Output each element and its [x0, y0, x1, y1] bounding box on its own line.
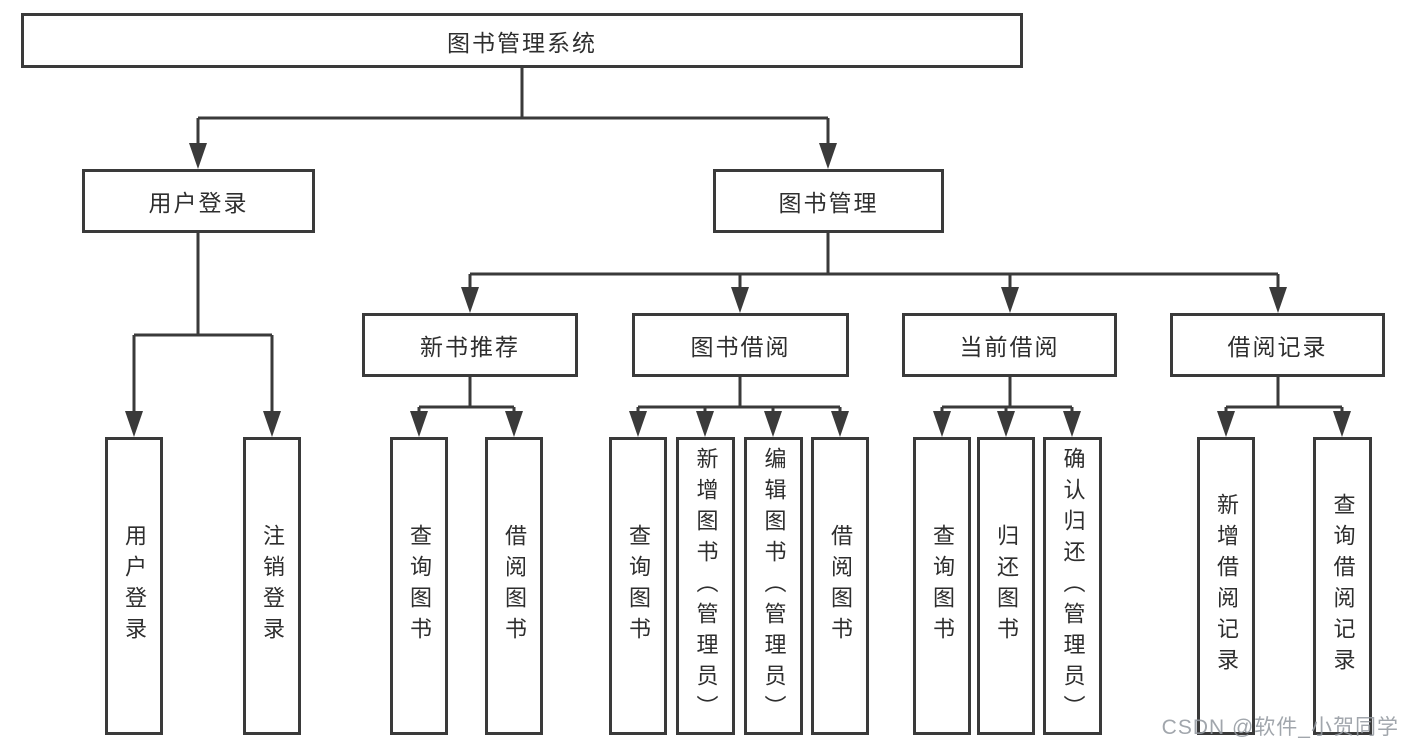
node-label: 新增借阅记录 [1214, 493, 1239, 679]
node-label: 借阅图书 [502, 524, 527, 648]
node-label: 编辑图书（管理员） [761, 446, 787, 726]
node-label: 查询图书 [930, 524, 955, 648]
node-label: 查询图书 [626, 524, 651, 648]
arrowheads [125, 143, 1351, 437]
node-label: 新增图书（管理员） [693, 446, 719, 726]
leaf-newbook-query-book: 查询图书 [390, 437, 448, 735]
node-current-borrow: 当前借阅 [902, 313, 1117, 377]
leaf-current-confirm-return-admin: 确认归还（管理员） [1043, 437, 1102, 735]
node-label: 图书管理系统 [447, 29, 597, 56]
node-label: 确认归还（管理员） [1060, 446, 1086, 726]
leaf-current-query-book: 查询图书 [913, 437, 971, 735]
node-new-book-recommend: 新书推荐 [362, 313, 578, 377]
leaf-record-query-borrow-record: 查询借阅记录 [1313, 437, 1372, 735]
node-label: 借阅图书 [828, 524, 853, 648]
leaf-borrow-query-book: 查询图书 [609, 437, 667, 735]
node-label: 当前借阅 [959, 334, 1060, 360]
node-book-management: 图书管理 [713, 169, 944, 233]
leaf-borrow-add-book-admin: 新增图书（管理员） [676, 437, 735, 735]
node-label: 图书管理 [778, 190, 879, 216]
node-label: 查询图书 [407, 524, 432, 648]
leaf-borrow-edit-book-admin: 编辑图书（管理员） [744, 437, 803, 735]
leaf-current-return-book: 归还图书 [977, 437, 1035, 735]
node-label: 新书推荐 [420, 334, 520, 360]
leaf-logout: 注销登录 [243, 437, 301, 735]
leaf-borrow-borrow-book: 借阅图书 [811, 437, 869, 735]
leaf-user-login: 用户登录 [105, 437, 163, 735]
node-label: 用户登录 [122, 524, 147, 648]
leaf-newbook-borrow-book: 借阅图书 [485, 437, 543, 735]
node-label: 注销登录 [260, 524, 285, 648]
node-root-system: 图书管理系统 [21, 13, 1023, 68]
node-label: 归还图书 [994, 524, 1019, 648]
node-book-borrow: 图书借阅 [632, 313, 849, 377]
node-borrow-record: 借阅记录 [1170, 313, 1385, 377]
node-label: 用户登录 [148, 190, 249, 216]
node-label: 查询借阅记录 [1330, 493, 1356, 679]
csdn-watermark: CSDN @软件_小贺同学 [1161, 716, 1399, 739]
leaf-record-add-borrow-record: 新增借阅记录 [1197, 437, 1255, 735]
node-label: 借阅记录 [1227, 334, 1328, 360]
node-user-login: 用户登录 [82, 169, 315, 233]
node-label: 图书借阅 [690, 334, 791, 360]
